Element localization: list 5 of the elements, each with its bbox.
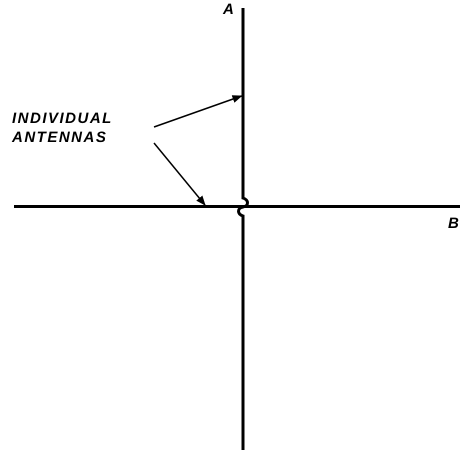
leader-arrow bbox=[153, 142, 206, 206]
antenna-label: B bbox=[448, 214, 460, 233]
antenna-label: A bbox=[223, 0, 236, 19]
callout-text: INDIVIDUAL ANTENNAS bbox=[12, 109, 114, 147]
leader-arrow bbox=[154, 95, 242, 128]
